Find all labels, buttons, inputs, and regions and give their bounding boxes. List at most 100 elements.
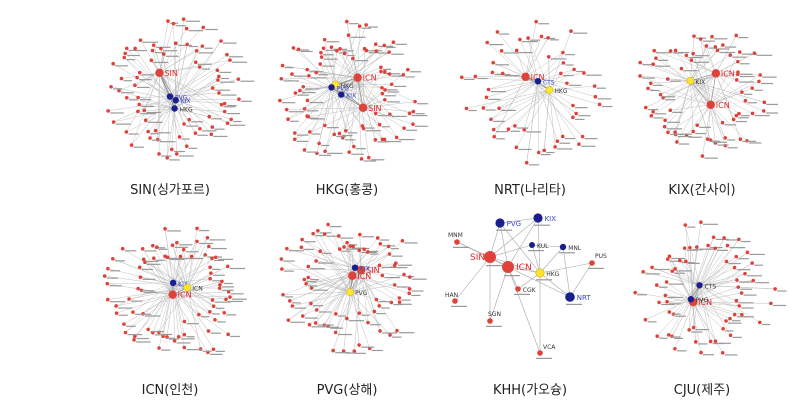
airport-node — [189, 254, 194, 259]
node-label — [189, 45, 199, 48]
edge — [126, 108, 175, 133]
airport-node — [151, 43, 156, 48]
edge — [493, 89, 550, 130]
node-label — [185, 20, 201, 22]
node-label — [118, 314, 128, 316]
edge — [690, 245, 709, 300]
node-label — [738, 258, 749, 260]
edge — [343, 292, 351, 352]
node-label — [655, 65, 670, 67]
node-label — [293, 75, 307, 77]
edge — [346, 21, 358, 78]
hub-label-kix: KIX — [346, 93, 356, 100]
node-label — [642, 64, 656, 66]
node-label — [311, 133, 321, 135]
airport-node — [633, 290, 637, 295]
node-label — [378, 301, 391, 303]
airport-node — [582, 71, 586, 75]
node-label — [176, 342, 191, 344]
airport-node — [374, 297, 379, 302]
edge — [361, 269, 381, 331]
node-label — [342, 50, 354, 52]
node-label — [313, 289, 328, 291]
node-label — [488, 98, 501, 101]
node-label — [656, 52, 672, 54]
node-label — [325, 49, 336, 51]
node-label — [312, 305, 324, 307]
network-graph-khh: SINICNPVGKIXNRTHKGMNLKULMNMHANSGNVCAPUSC… — [445, 213, 607, 359]
airport-node — [526, 36, 530, 40]
node-label — [310, 279, 320, 281]
airport-node — [408, 275, 412, 279]
edge — [349, 240, 403, 293]
airport-node — [737, 111, 741, 116]
edge — [164, 228, 174, 283]
airport-node — [397, 296, 402, 300]
hub-node-mnm — [454, 239, 460, 245]
airport-node — [290, 72, 294, 76]
node-label — [729, 247, 746, 249]
airport-node — [185, 42, 189, 47]
edge — [116, 294, 173, 307]
airport-node — [224, 297, 228, 302]
node-label — [562, 74, 574, 77]
edge — [525, 21, 537, 77]
node-label — [754, 114, 770, 117]
airport-node — [593, 94, 598, 99]
airport-node — [490, 70, 495, 75]
node-label — [777, 290, 787, 292]
airport-node — [161, 52, 166, 56]
airport-node — [664, 280, 669, 284]
node-label — [318, 74, 329, 76]
airport-node — [319, 50, 323, 55]
hub-label-icn: ICN — [721, 69, 735, 78]
edge — [159, 27, 204, 73]
airport-node — [392, 283, 397, 287]
node-label — [671, 257, 685, 260]
edge — [187, 287, 210, 312]
node-label — [114, 260, 126, 262]
airport-node — [178, 254, 183, 259]
node-label — [383, 89, 398, 91]
airport-node — [561, 61, 566, 65]
edge — [324, 39, 336, 85]
node-label — [109, 270, 121, 272]
hub-label-mnl: MNL — [568, 245, 582, 252]
airport-node — [378, 241, 383, 246]
edge — [303, 86, 332, 88]
node-label — [485, 109, 496, 111]
edge — [118, 72, 160, 91]
edge — [490, 89, 550, 120]
node-label — [715, 238, 729, 240]
edge — [354, 269, 362, 352]
node-label — [318, 262, 334, 264]
node-label — [377, 114, 393, 117]
airport-node — [166, 19, 170, 23]
airport-node — [365, 250, 370, 254]
airport-node — [146, 129, 150, 134]
edge — [692, 302, 711, 342]
edge — [715, 73, 746, 101]
edge — [331, 50, 338, 88]
hub-label-hkg: HKG — [341, 83, 354, 90]
airport-node — [182, 345, 187, 350]
airport-node — [305, 67, 310, 72]
node-label — [671, 313, 681, 315]
hub-node-kix — [169, 279, 177, 287]
node-label — [128, 99, 138, 101]
node-label — [559, 252, 575, 254]
airport-node — [364, 23, 368, 27]
airport-node — [228, 58, 232, 62]
airport-node — [489, 117, 493, 122]
edge — [320, 63, 332, 88]
airport-node — [710, 34, 714, 39]
airport-node — [170, 243, 175, 248]
airport-node — [713, 339, 718, 344]
node-label — [185, 251, 199, 253]
airport-node — [387, 252, 392, 256]
node-label — [216, 321, 226, 323]
node-label — [186, 336, 195, 338]
airport-node — [675, 140, 679, 144]
